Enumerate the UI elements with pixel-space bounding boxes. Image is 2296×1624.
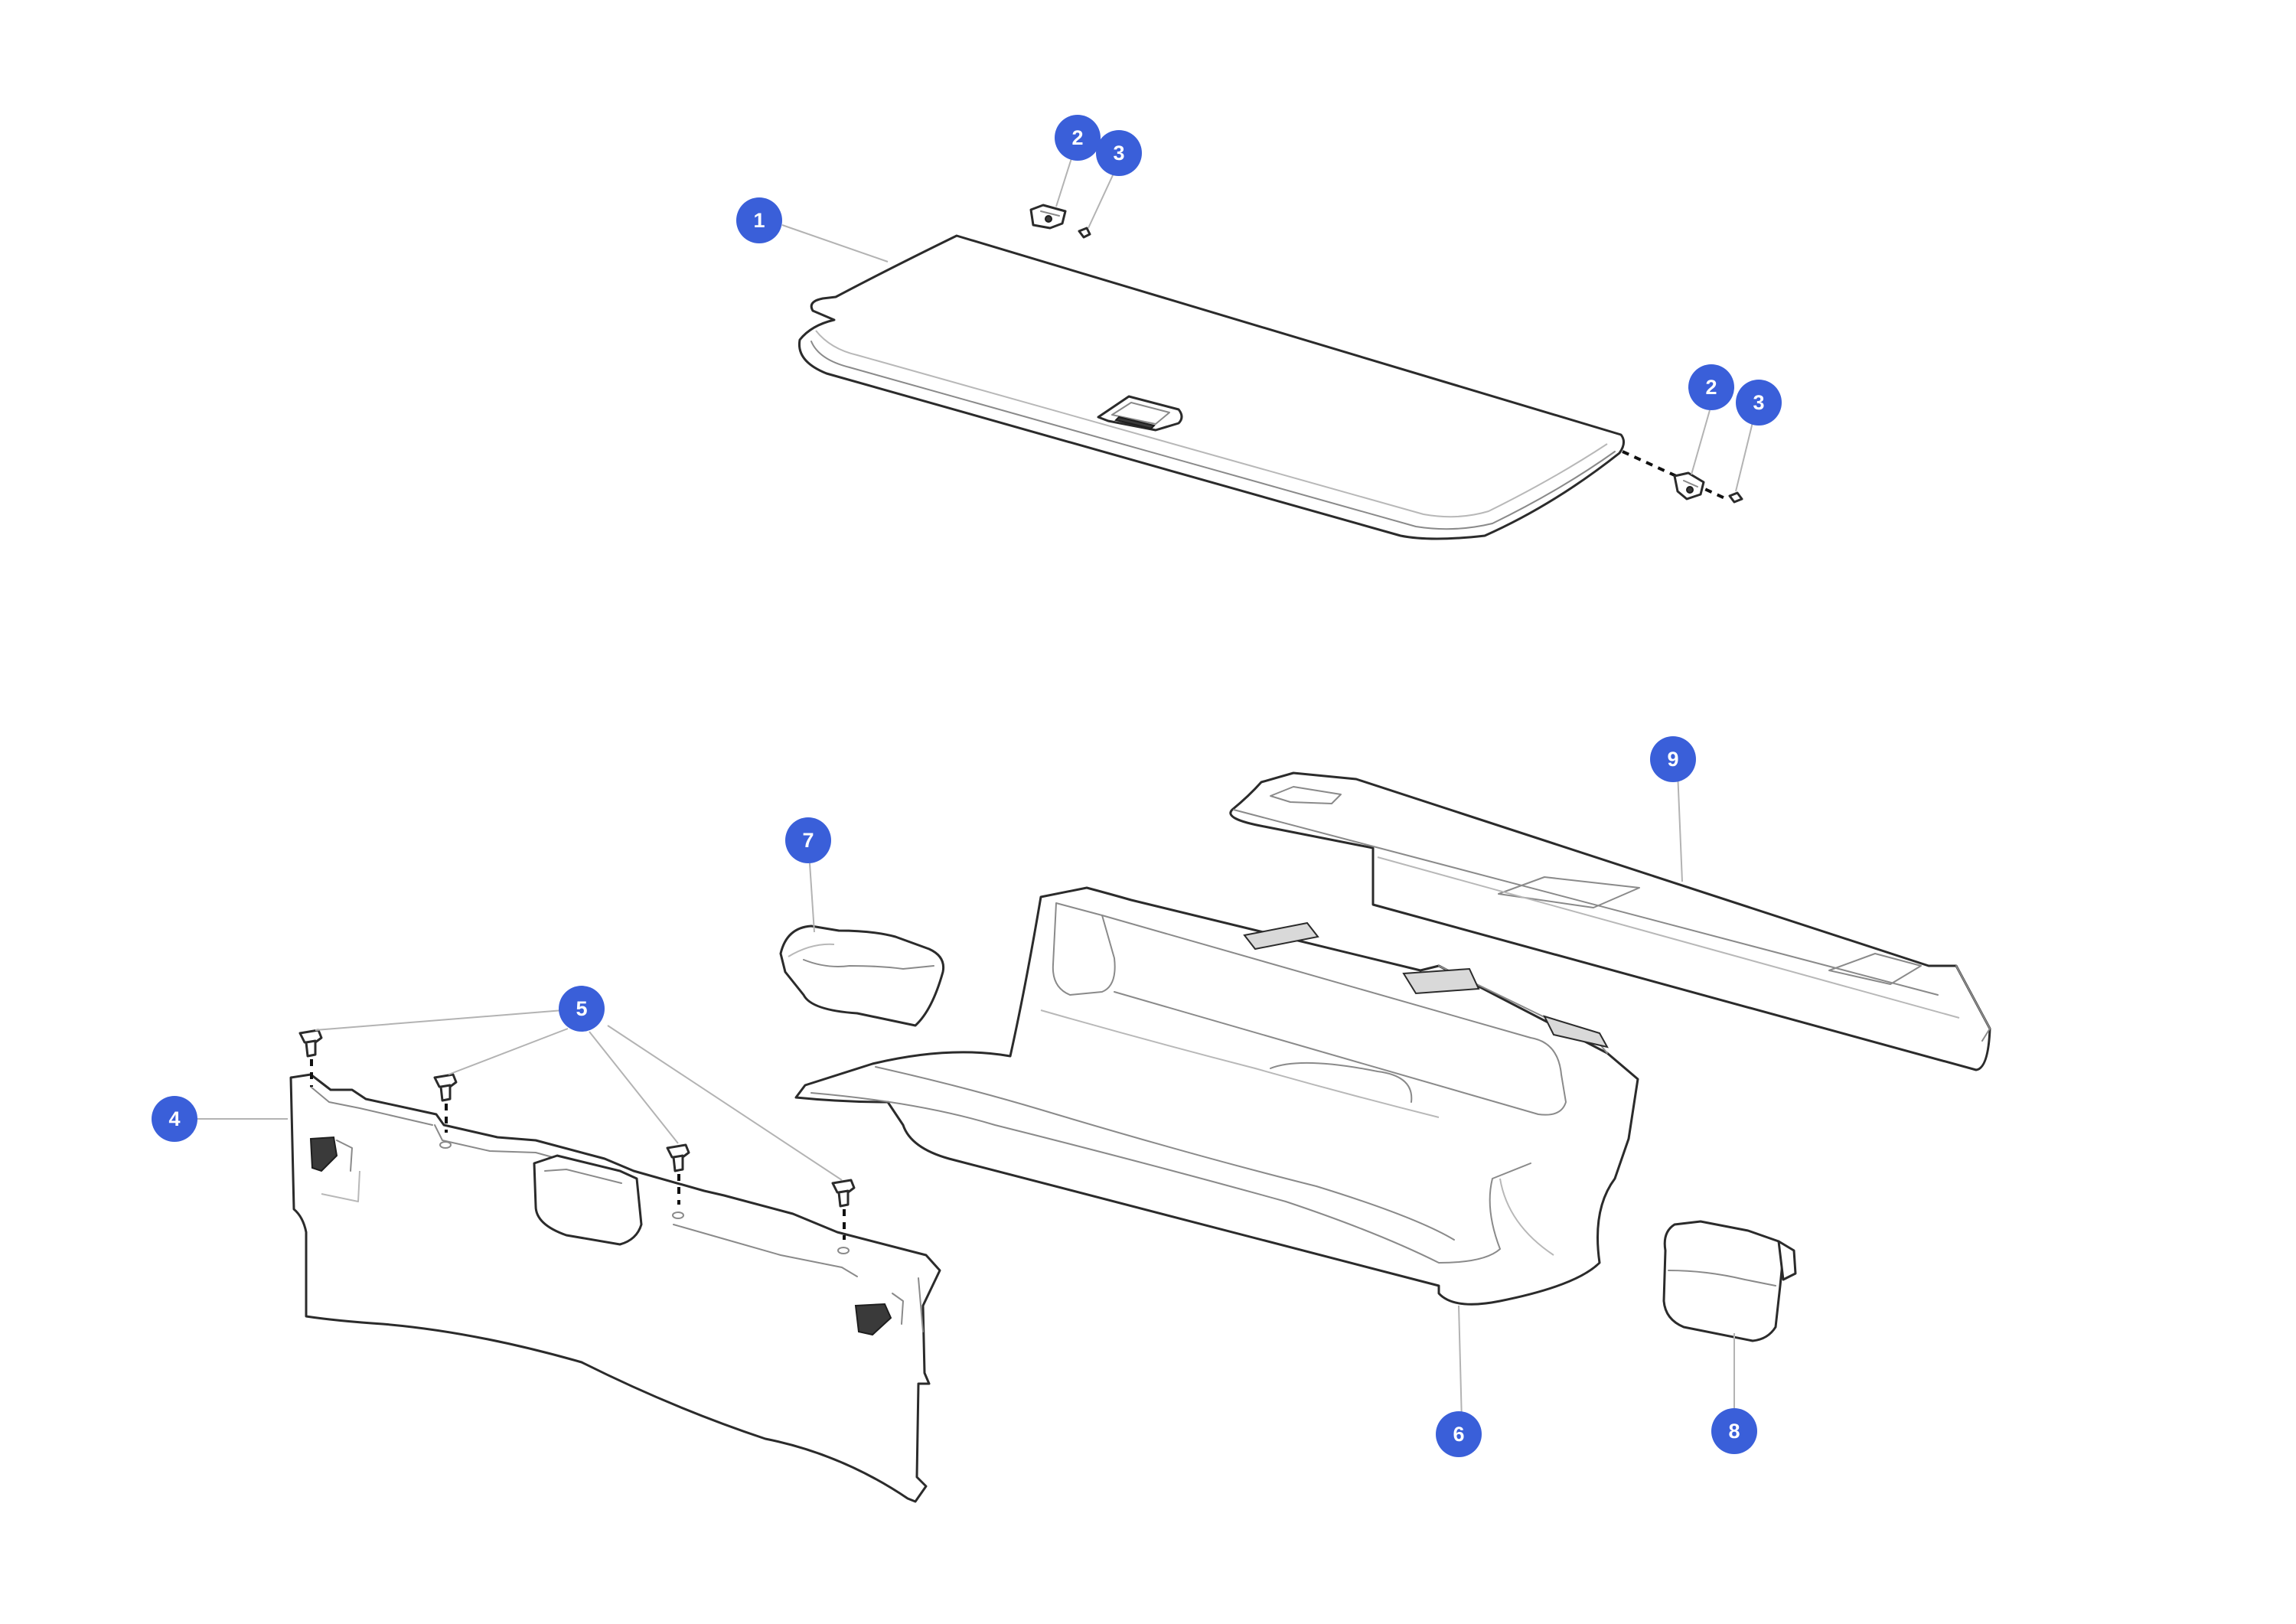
callout-4: 4: [152, 1096, 197, 1142]
fastener-part-5-c: [666, 1143, 690, 1219]
callout-6-label: 6: [1453, 1423, 1464, 1446]
callout-5-label: 5: [576, 997, 587, 1020]
callout-8-label: 8: [1728, 1420, 1740, 1443]
bracket-part-2-right: [1673, 471, 1705, 501]
parcel-shelf-part-1: [797, 234, 1625, 540]
callout-2-upper: 2: [1055, 115, 1101, 161]
callout-3-lower-label: 3: [1753, 391, 1764, 414]
callout-1: 1: [736, 197, 782, 243]
callout-8-circle: [1711, 1408, 1757, 1454]
callout-3-lower-circle: [1736, 380, 1782, 426]
callout-3-lower: 3: [1736, 380, 1782, 426]
callout-3-upper-circle: [1096, 130, 1142, 176]
screw-part-3-right: [1728, 491, 1743, 504]
callout-2-lower: 2: [1688, 364, 1734, 410]
callout-2-lower-circle: [1688, 364, 1734, 410]
rear-panel-part-9: [1229, 771, 1991, 1071]
callout-2-lower-label: 2: [1705, 376, 1717, 399]
fastener-part-5-d: [831, 1179, 856, 1254]
fastener-part-5-a: [298, 1029, 323, 1087]
callout-4-label: 4: [168, 1107, 180, 1130]
callout-5-circle: [559, 986, 605, 1032]
callout-2-upper-circle: [1055, 115, 1101, 161]
bracket-part-2-left: [1029, 204, 1067, 230]
callout-2-upper-label: 2: [1071, 126, 1083, 149]
fastener-part-5-b: [433, 1073, 458, 1149]
floor-tray-part-6: [794, 886, 1639, 1306]
callout-4-circle: [152, 1096, 197, 1142]
callout-8: 8: [1711, 1408, 1757, 1454]
callout-1-label: 1: [753, 209, 765, 232]
side-block-part-8: [1662, 1220, 1797, 1342]
callout-9: 9: [1650, 736, 1696, 782]
front-panel-part-4: [289, 1073, 941, 1503]
callout-6: 6: [1436, 1411, 1482, 1457]
callout-7-label: 7: [802, 829, 814, 852]
callout-9-circle: [1650, 736, 1696, 782]
callout-7-circle: [785, 817, 831, 863]
leader-lines: [194, 143, 1753, 1423]
side-block-part-7: [779, 925, 945, 1027]
callout-3-upper-label: 3: [1113, 142, 1124, 165]
callout-5: 5: [559, 986, 605, 1032]
callout-3-upper: 3: [1096, 130, 1142, 176]
callout-1-circle: [736, 197, 782, 243]
callout-9-label: 9: [1667, 748, 1678, 771]
callout-6-circle: [1436, 1411, 1482, 1457]
screw-part-3-left: [1078, 227, 1091, 239]
callout-7: 7: [785, 817, 831, 863]
